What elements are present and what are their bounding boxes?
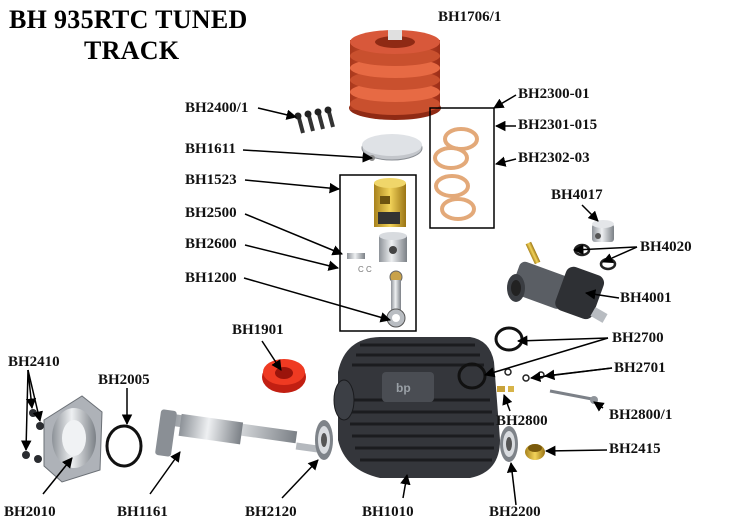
- label-bh1611: BH1611: [185, 141, 236, 157]
- bearing-icon: [500, 426, 518, 462]
- label-bh2005: BH2005: [98, 372, 150, 388]
- crankshaft-icon: [155, 409, 319, 457]
- drive-washer-icon: [525, 444, 545, 460]
- diagram-title-line1: BH 935RTC TUNED: [9, 5, 248, 34]
- backplate-icon: [43, 395, 103, 483]
- label-bh2300-01: BH2300-01: [518, 86, 590, 102]
- label-bh2701: BH2701: [614, 360, 666, 376]
- gasket-icon: [433, 127, 479, 221]
- label-bh4020: BH4020: [640, 239, 692, 255]
- carburetor-icon: [507, 241, 608, 323]
- label-bh2800-1: BH2800/1: [609, 407, 673, 423]
- label-bh1523: BH1523: [185, 172, 237, 188]
- connecting-rod-icon: [386, 270, 406, 328]
- label-bh2410: BH2410: [8, 354, 60, 370]
- label-bh4017: BH4017: [551, 187, 603, 203]
- svg-text:C: C: [358, 265, 364, 274]
- leader-lines: [20, 94, 638, 506]
- label-bh2200: BH2200: [489, 504, 541, 520]
- label-bh2302-03: BH2302-03: [518, 150, 590, 166]
- svg-text:C: C: [366, 265, 372, 274]
- label-bh1901: BH1901: [232, 322, 284, 338]
- screw-icon: [22, 409, 44, 463]
- crankcase-icon: bp: [333, 337, 500, 478]
- o-ring-icon: [105, 424, 143, 468]
- label-bh1706-1: BH1706/1: [438, 9, 502, 25]
- red-seal-icon: [262, 359, 306, 393]
- label-bh4001: BH4001: [620, 290, 672, 306]
- screw-icon: [294, 106, 335, 134]
- label-bh2800: BH2800: [496, 413, 548, 429]
- label-bh2010: BH2010: [4, 504, 56, 520]
- carb-screw-icon: [549, 389, 598, 404]
- label-bh1161: BH1161: [117, 504, 168, 520]
- svg-text:bp: bp: [396, 381, 411, 395]
- cylinder-liner-icon: [374, 178, 406, 227]
- label-bh2120: BH2120: [245, 504, 297, 520]
- label-bh2700: BH2700: [612, 330, 664, 346]
- label-bh2600: BH2600: [185, 236, 237, 252]
- label-bh1010: BH1010: [362, 504, 414, 520]
- label-bh2301-015: BH2301-015: [518, 117, 598, 133]
- piston-icon: [379, 232, 407, 262]
- label-bh2400-1: BH2400/1: [185, 100, 249, 116]
- head-button-icon: [361, 134, 423, 161]
- label-bh2415: BH2415: [609, 441, 661, 457]
- needle-valve-icon: [592, 220, 614, 242]
- label-bh2500: BH2500: [185, 205, 237, 221]
- gasket-group-box: [429, 107, 495, 229]
- cylinder-head-icon: [349, 30, 441, 120]
- bearing-icon: [315, 420, 333, 460]
- wrist-pin-icon: C C: [347, 253, 372, 274]
- label-bh1200: BH1200: [185, 270, 237, 286]
- small-parts-icon: [497, 368, 545, 392]
- diagram-title-line2: TRACK: [84, 36, 180, 65]
